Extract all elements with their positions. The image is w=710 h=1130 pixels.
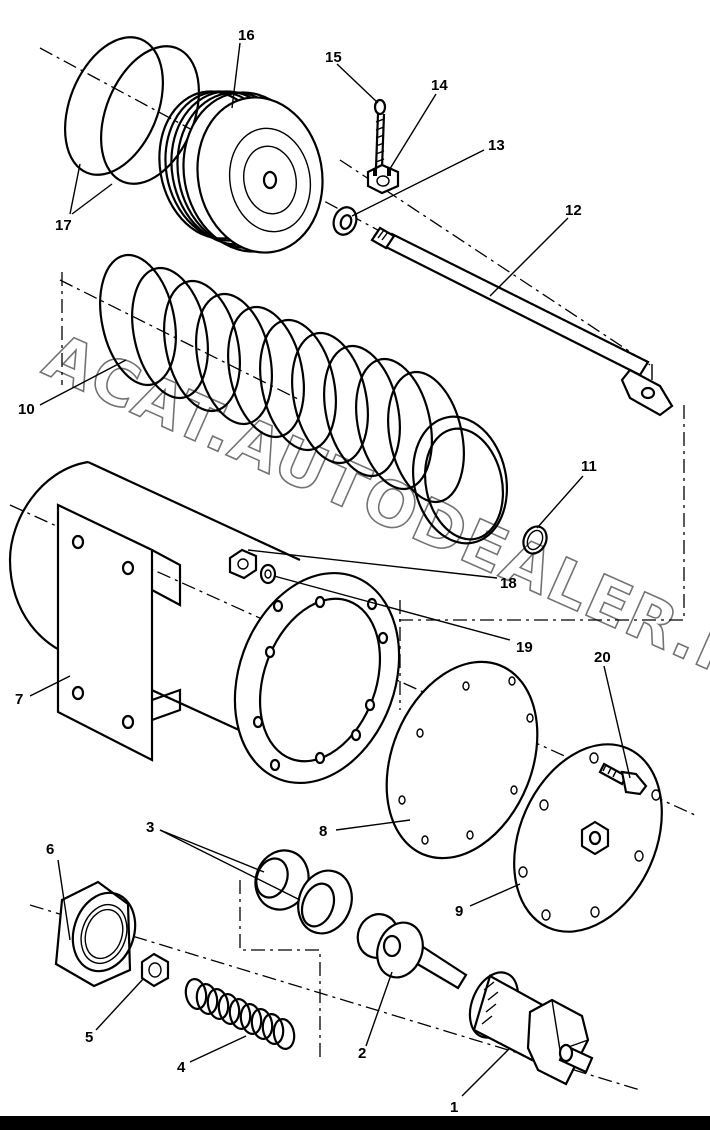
callout-17: 17 xyxy=(55,217,72,234)
callout-10: 10 xyxy=(18,401,35,418)
leader-lines xyxy=(29,42,631,1097)
callout-11: 11 xyxy=(581,458,597,475)
callout-9: 9 xyxy=(455,903,463,920)
bottom-border-bar xyxy=(0,1116,710,1130)
bushing-part-3 xyxy=(254,849,353,935)
callout-14: 14 xyxy=(431,77,448,94)
hex-fitting-part-1 xyxy=(468,971,594,1086)
gasket-part-8 xyxy=(385,660,539,860)
piston-part-16 xyxy=(158,90,324,254)
castle-nut-part-14 xyxy=(366,163,400,195)
threaded-cap-part-6 xyxy=(54,880,137,988)
cylinder-housing-part-7 xyxy=(8,460,301,762)
callout-2: 2 xyxy=(358,1045,366,1062)
callout-15: 15 xyxy=(325,49,342,66)
callout-20: 20 xyxy=(594,649,611,666)
o-ring-part-11 xyxy=(522,525,548,555)
callout-12: 12 xyxy=(565,202,582,219)
cotter-pin-part-15 xyxy=(373,98,387,169)
callout-3: 3 xyxy=(146,819,154,836)
callout-19: 19 xyxy=(516,639,533,656)
callout-8: 8 xyxy=(319,823,327,840)
valve-spool-part-2 xyxy=(356,913,468,990)
small-nut-part-5 xyxy=(140,952,170,988)
callout-18: 18 xyxy=(500,575,517,592)
coil-spring-part-10 xyxy=(99,253,509,545)
callout-labels: 1 2 3 4 5 6 7 8 9 10 11 12 13 14 15 16 1… xyxy=(15,27,611,1116)
lock-washer-part-19 xyxy=(259,563,277,585)
callout-6: 6 xyxy=(46,841,54,858)
washer-part-13 xyxy=(332,206,358,236)
callout-5: 5 xyxy=(85,1029,93,1046)
callout-13: 13 xyxy=(488,137,505,154)
callout-7: 7 xyxy=(15,691,23,708)
rod-part-12 xyxy=(370,226,674,417)
callout-16: 16 xyxy=(238,27,255,44)
callout-1: 1 xyxy=(450,1099,458,1116)
flange-ring xyxy=(233,571,401,785)
nut-part-18 xyxy=(228,548,258,580)
small-spring-part-4 xyxy=(184,978,296,1050)
callout-4: 4 xyxy=(177,1059,186,1076)
screw-part-20 xyxy=(598,762,648,796)
